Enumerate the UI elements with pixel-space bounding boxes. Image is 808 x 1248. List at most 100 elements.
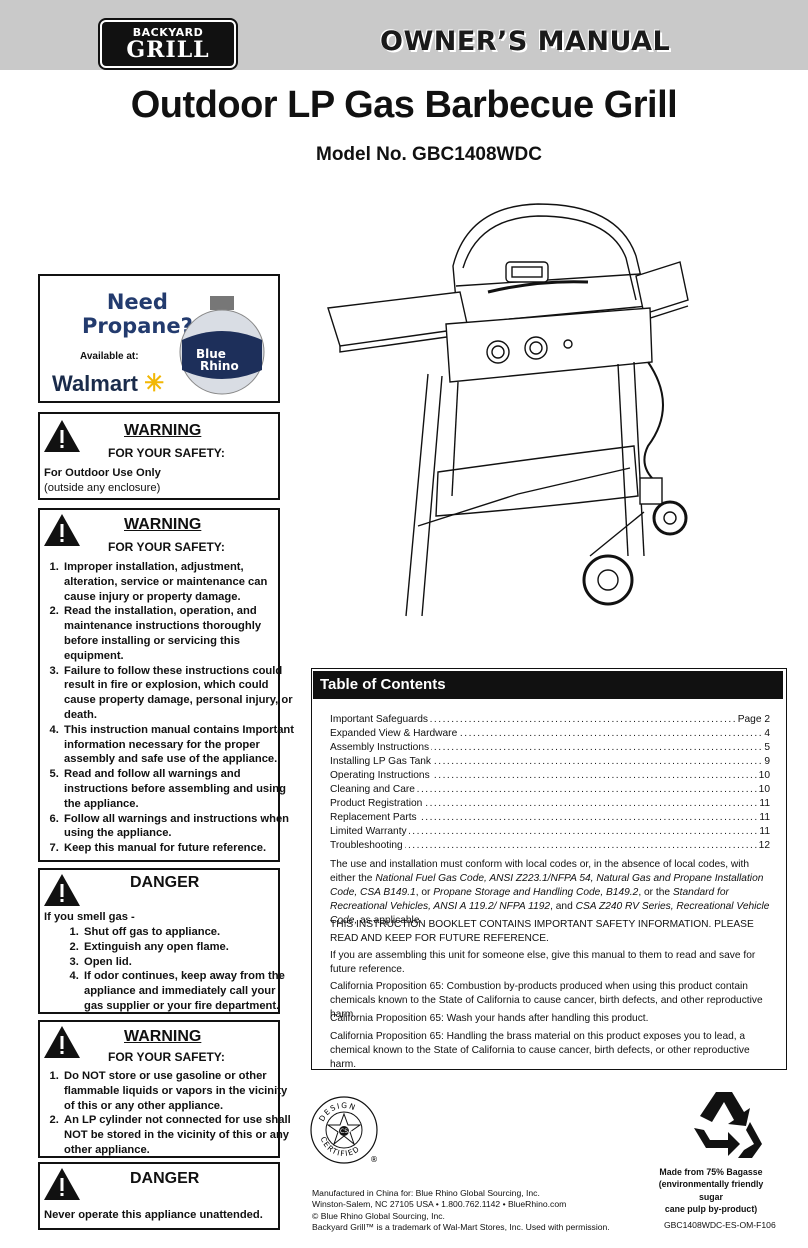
warning-heading: WARNING [124, 1028, 202, 1045]
outdoor-use-text: For Outdoor Use Only (outside any enclos… [44, 466, 161, 496]
for-your-safety: FOR YOUR SAFETY: [108, 446, 225, 460]
prop65-paragraph-2: California Proposition 65: Wash your han… [330, 1013, 649, 1024]
warning-box-storage [38, 1020, 280, 1158]
toc-dot-leader: ........................................… [330, 770, 770, 781]
propane-tank-icon: Blue Rhino [179, 296, 265, 395]
walmart-text: Walmart [52, 371, 138, 396]
copyright-line: © Blue Rhino Global Sourcing, Inc. [312, 1210, 445, 1221]
for-your-safety: FOR YOUR SAFETY: [108, 1050, 225, 1064]
toc-dot-leader: ........................................… [330, 784, 770, 795]
toc-entry-page: 12 [756, 839, 770, 853]
warning-item: Failure to follow these instructions cou… [62, 664, 294, 723]
warning-item: Read the installation, operation, and ma… [62, 604, 294, 663]
smell-gas-intro: If you smell gas - [44, 911, 135, 923]
ad-headline: Need Propane? [82, 290, 193, 338]
grill-illustration [327, 203, 689, 617]
danger-list: Shut off gas to appliance. Extinguish an… [60, 925, 294, 1014]
model-number: Model No. GBC1408WDC [316, 144, 542, 165]
toc-entry-label: Expanded View & Hardware [330, 727, 460, 741]
codes-text: as applicable. [357, 915, 423, 926]
codes-italic: National Fuel Gas Code, ANSI Z223.1/NFPA… [330, 873, 764, 898]
codes-italic: Standard for Recreational Vehicles, ANSI… [330, 887, 729, 912]
product-title: Outdoor LP Gas Barbecue Grill [130, 84, 678, 126]
toc-entry-label: Assembly Instructions [330, 741, 432, 755]
danger-box-gas [38, 868, 280, 1014]
warning-item: Keep this manual for future reference. [62, 841, 294, 856]
toc-entry-label: Troubleshooting [330, 839, 405, 853]
owners-manual-heading: OWNER’S MANUAL [380, 26, 671, 57]
toc-entry[interactable]: Installing LP Gas Tank 9.................… [330, 755, 770, 769]
never-unattended-text: Never operate this appliance unattended. [44, 1209, 263, 1221]
toc-entry-page: 11 [757, 811, 770, 825]
seal-center-text: CSA [340, 1128, 353, 1135]
ad-available-at: Available at: [80, 351, 139, 362]
prop65-paragraph-1: California Proposition 65: Combustion by… [330, 981, 763, 1020]
propane-ad [38, 274, 280, 403]
manufacturer-info: Manufactured in China for: Blue Rhino Gl… [312, 1188, 610, 1234]
danger-heading: DANGER [130, 1170, 200, 1187]
toc-dot-leader: ........................................… [330, 714, 770, 725]
warning-item: Follow all warnings and instructions whe… [62, 812, 294, 842]
tank-brand-rhino: Rhino [200, 359, 239, 373]
toc-dot-leader: ........................................… [330, 756, 770, 767]
walmart-spark-icon: ✳ [144, 370, 165, 397]
danger-item: Open lid. [82, 955, 294, 970]
toc-dot-leader: ........................................… [330, 742, 770, 753]
warning-list: Improper installation, adjustment, alter… [40, 560, 294, 856]
assembling-paragraph: If you are assembling this unit for some… [330, 950, 756, 975]
toc-entry-page: 10 [756, 769, 770, 783]
toc-entry-label: Important Safeguards [330, 713, 430, 727]
codes-text: , or [415, 887, 434, 898]
toc-entry[interactable]: Assembly Instructions 5..................… [330, 741, 770, 755]
toc-entry-page: 5 [762, 741, 770, 755]
toc-dot-leader: ........................................… [330, 812, 770, 823]
enclosure-line: (outside any enclosure) [44, 482, 161, 494]
warning-item: Improper installation, adjustment, alter… [62, 560, 294, 604]
warning-item: This instruction manual contains Importa… [62, 723, 294, 767]
danger-triangle-icon [44, 874, 80, 906]
warning-triangle-icon [44, 420, 80, 452]
toc-entry[interactable]: Important Safeguards Page 2..............… [330, 713, 770, 727]
design-certified-seal: CSA DESIGN CERTIFIED ® [310, 1096, 378, 1164]
safety-booklet-paragraph: THIS INSTRUCTION BOOKLET CONTAINS IMPORT… [330, 919, 754, 944]
toc-entry-page: 11 [757, 825, 770, 839]
recycle-icon [694, 1092, 762, 1158]
toc-dot-leader: ........................................… [330, 826, 770, 837]
toc-entry-page: Page 2 [735, 713, 770, 727]
danger-item: Shut off gas to appliance. [82, 925, 294, 940]
toc-entry-label: Cleaning and Care [330, 783, 417, 797]
codes-text: The use and installation must conform wi… [330, 859, 750, 884]
logo-line-2: GRILL [126, 37, 210, 63]
ad-need-text: Need [106, 290, 168, 314]
danger-triangle-icon [44, 1168, 80, 1200]
toc-entry-page: 9 [762, 755, 770, 769]
toc-entry-label: Installing LP Gas Tank [330, 755, 433, 769]
prop65-paragraph-3: California Proposition 65: Handling the … [330, 1031, 750, 1070]
danger-box-unattended [38, 1162, 280, 1230]
warning-box-installation [38, 508, 280, 862]
toc-dot-leader: ........................................… [330, 798, 770, 809]
codes-paragraph: The use and installation must conform wi… [330, 858, 770, 928]
danger-item: If odor continues, keep away from the ap… [82, 969, 294, 1013]
toc-entry-label: Replacement Parts [330, 811, 419, 825]
toc-dot-leader: ........................................… [330, 728, 770, 739]
toc-entry[interactable]: Replacement Parts 11.....................… [330, 811, 770, 825]
danger-item: Extinguish any open flame. [82, 940, 294, 955]
warning-item: Do NOT store or use gasoline or other fl… [62, 1069, 294, 1113]
danger-heading: DANGER [130, 874, 200, 891]
tank-brand-blue: Blue [196, 347, 226, 361]
warning-heading: WARNING [124, 422, 202, 439]
codes-text: , and [550, 901, 576, 912]
warning-heading: WARNING [124, 516, 202, 533]
bagasse-note: Made from 75% Bagasse (environmentally f… [646, 1166, 776, 1216]
codes-italic: CSA Z240 RV Series, Recreational Vehicle… [330, 901, 770, 926]
ad-propane-text: Propane? [82, 314, 193, 338]
table-of-contents [311, 668, 787, 1070]
document-code: GBC1408WDC-ES-OM-F106 [664, 1220, 776, 1230]
